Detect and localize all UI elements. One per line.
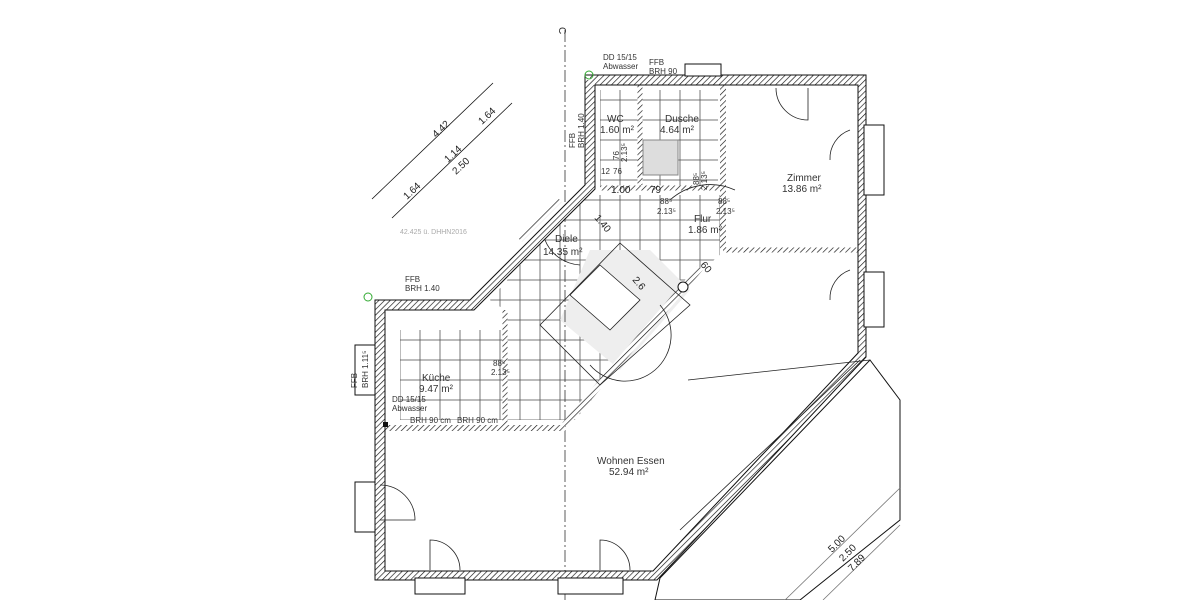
brh-wc: BRH 1.40 [577, 113, 586, 148]
ffb-kitchen-top: FFB [405, 275, 420, 284]
staircase [539, 242, 691, 386]
room-kueche-area: 9.47 m² [419, 384, 454, 395]
room-wohnen-name: Wohnen Essen [597, 456, 665, 467]
chimney-icon [677, 281, 689, 293]
walls [375, 75, 867, 580]
doors [379, 87, 871, 571]
room-dusche-area: 4.64 m² [660, 125, 695, 136]
room-wc-area: 1.60 m² [600, 125, 635, 136]
dd-kitchen-1: DD 15/15 [392, 395, 426, 404]
dim-a: 1.64 [402, 181, 424, 203]
dim-wc-12: 12 [601, 167, 610, 176]
ffb-kitchen-left: FFB [350, 373, 359, 388]
dim-door2-w: 88⁵ [718, 197, 730, 206]
dim-kitchen-door-w: 88⁵ [493, 359, 505, 368]
survey-point-marker [363, 292, 373, 302]
ffb-top: FFB [649, 58, 664, 67]
dd-kitchen-2: Abwasser [392, 404, 427, 413]
drain-marker [383, 422, 388, 427]
height-reference: 42.425 ü. DHHN2016 [400, 229, 467, 236]
brh-kitchen-top: BRH 1.40 [405, 284, 440, 293]
ffb-wc: FFB [568, 133, 577, 148]
dim-kitchen-door-h: 2.13⁵ [491, 368, 510, 377]
room-zimmer-area: 13.86 m² [782, 184, 822, 195]
brh-kitchen-bottom-1: BRH 90 cm [410, 416, 451, 425]
dim-dusche-width: 79 [650, 185, 662, 196]
dim-total: 4.42 [431, 119, 453, 141]
brh-kitchen-left: BRH 1.11⁵ [361, 351, 370, 388]
dim-wc-76: 76 [613, 167, 622, 176]
section-line: C [556, 27, 567, 600]
dimension-bottom-right [784, 487, 901, 600]
dim-door2-h: 2.13⁵ [716, 207, 735, 216]
brh-kitchen-bottom-2: BRH 90 cm [457, 416, 498, 425]
dimension-diagonal [371, 82, 513, 219]
survey-point-marker [584, 70, 594, 80]
dim-dusche-door-w: 88⁵ [692, 173, 701, 185]
room-dusche-name: Dusche [665, 114, 699, 125]
dim-dusche-door-h: 2.13⁵ [700, 171, 709, 190]
dd-top-1: DD 15/15 [603, 53, 637, 62]
dim-door1-h: 2.13⁵ [657, 207, 676, 216]
dim-wc-door-h: 2.13⁵ [620, 143, 629, 162]
room-diele-area: 14.35 m² [543, 247, 583, 258]
dim-door1-w: 88⁵ [660, 197, 672, 206]
room-flur-name: Flur [694, 214, 712, 225]
dim-wc-width: 1.00 [611, 185, 631, 196]
dim-c: 1.64 [477, 106, 499, 128]
room-wc-name: WC [607, 114, 624, 125]
section-marker: C [556, 27, 567, 34]
dd-top-2: Abwasser [603, 62, 638, 71]
room-wohnen-area: 52.94 m² [609, 467, 649, 478]
windows [354, 63, 901, 600]
brh-top: BRH 90 [649, 67, 678, 76]
dim-wc-door-w: 76 [612, 151, 621, 160]
room-kueche-name: Küche [422, 373, 451, 384]
room-flur-area: 1.86 m² [688, 225, 723, 236]
room-diele-name: Diele [555, 234, 578, 245]
room-zimmer-name: Zimmer [787, 173, 822, 184]
